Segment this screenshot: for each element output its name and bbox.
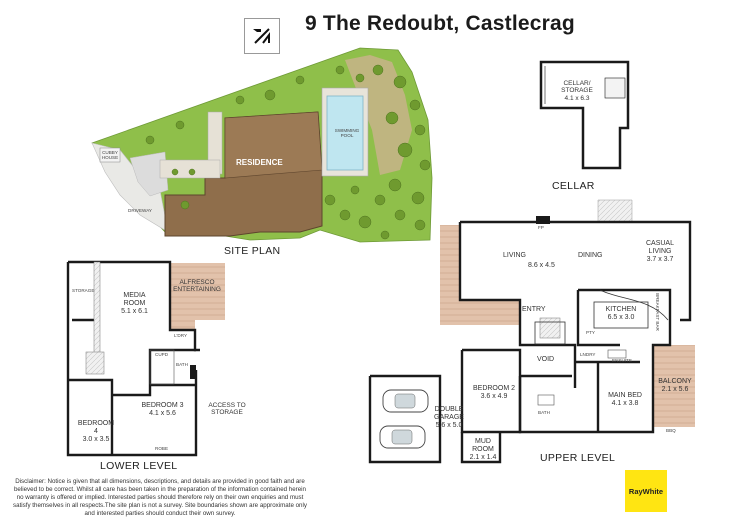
cubby-label: CUBBY HOUSE	[101, 150, 119, 160]
alfresco-deck	[170, 263, 225, 330]
bed2-name: BEDROOM 2	[472, 385, 515, 392]
double-garage: DOUBLE GARAGE 5.6 x 5.0	[432, 406, 466, 430]
disclaimer-text: Disclaimer: Notice is given that all dim…	[13, 478, 307, 517]
pool-label: SWIMMING POOL	[334, 128, 360, 138]
casual-name: CASUAL LIVING	[645, 240, 674, 256]
mud-room: MUD ROOM 2.1 x 1.4	[468, 438, 498, 462]
fireplace	[536, 216, 550, 224]
bbq-label: BBQ	[666, 428, 676, 433]
mud-room-dims: 2.1 x 1.4	[469, 454, 497, 462]
bed2-dims: 3.6 x 4.9	[480, 393, 508, 401]
garage-name: DOUBLE GARAGE	[434, 406, 464, 422]
bed4-name: BEDROOM 4	[77, 420, 115, 436]
kitchen-dims: 6.5 x 3.0	[607, 314, 635, 322]
media-room-name: MEDIA ROOM	[123, 292, 146, 308]
fp-label: FP	[538, 225, 544, 230]
bedroom-4: BEDROOM 4 3.0 x 3.5	[76, 420, 116, 444]
upper-bath-label: BATH	[538, 410, 550, 415]
main-bed-dims: 4.1 x 3.8	[611, 400, 639, 408]
bedroom-2: BEDROOM 2 3.6 x 4.9	[470, 385, 518, 401]
media-room: MEDIA ROOM 5.1 x 6.1	[112, 292, 157, 316]
media-room-dims: 5.1 x 6.1	[121, 308, 148, 316]
page-title: 9 The Redoubt, Castlecrag	[305, 12, 575, 35]
site-trees	[145, 64, 431, 240]
car-icon	[382, 389, 429, 413]
balcony-dims: 2.1 x 5.6	[661, 386, 689, 394]
brand-name: RayWhite	[628, 486, 664, 496]
raywhite-logo: RayWhite	[625, 470, 667, 512]
living-dims: 8.6 x 4.5	[528, 262, 555, 269]
void-label: VOID	[537, 356, 555, 363]
bed4-dims: 3.0 x 3.5	[82, 436, 110, 444]
upper-level-plan	[368, 199, 695, 464]
lndry-label: LNDRY	[580, 352, 596, 357]
front-paving	[129, 151, 169, 197]
robe-label: ROBE	[155, 446, 169, 451]
lower-bath-label: BATH	[176, 362, 188, 367]
kitchen-name: KITCHEN	[605, 306, 637, 313]
cellar-room-dims: 4.1 x 6.3	[564, 94, 590, 102]
lower-level-label: LOWER LEVEL	[100, 460, 178, 472]
entry-label: ENTRY	[522, 306, 546, 313]
residence-label: RESIDENCE	[236, 158, 283, 167]
site-plan	[91, 47, 433, 243]
bed3-dims: 4.1 x 5.6	[149, 410, 176, 418]
access-storage-label: ACCESS TO STORAGE	[208, 402, 246, 417]
living-name: LIVING	[503, 252, 526, 259]
casual-living: CASUAL LIVING 3.7 x 3.7	[640, 240, 680, 264]
garage-dims: 5.6 x 5.0	[435, 422, 463, 430]
swimming-pool	[326, 95, 364, 171]
driveway-label: DRIVEWAY	[128, 208, 152, 213]
pty-label: PTY	[586, 330, 595, 335]
kitchen: KITCHEN 6.5 x 3.0	[594, 306, 648, 322]
ldry-label: L'DRY	[174, 333, 188, 338]
cupd-label: CUPD	[155, 352, 169, 357]
alfresco-label: ALFRESCO ENTERTAINING	[173, 279, 221, 294]
cellar-room: CELLAR/ STORAGE 4.1 x 6.3	[552, 80, 602, 102]
cellar-room-name: CELLAR/ STORAGE	[561, 80, 593, 95]
balcony: BALCONY 2.1 x 5.6	[655, 378, 695, 394]
breakfast-bar-label: BREAKFAST BAR	[655, 293, 660, 331]
balcony-deck	[653, 345, 695, 427]
casual-dims: 3.7 x 3.7	[646, 256, 674, 264]
upper-level-label: UPPER LEVEL	[540, 452, 616, 464]
ensuite-label: ENSUITE	[612, 358, 632, 363]
dining-label: DINING	[578, 252, 603, 259]
car-icon	[379, 425, 426, 449]
north-arrow-icon	[244, 18, 280, 54]
lower-level-plan	[66, 260, 225, 457]
mud-room-name: MUD ROOM	[472, 438, 494, 454]
cellar-plan	[539, 60, 630, 170]
balcony-name: BALCONY	[658, 378, 692, 385]
upper-deck-left	[440, 225, 520, 325]
bedroom-3: BEDROOM 3 4.1 x 5.6	[140, 402, 185, 418]
cellar-label: CELLAR	[552, 180, 595, 192]
bed3-name: BEDROOM 3	[141, 402, 184, 409]
site-plan-label: SITE PLAN	[224, 245, 281, 257]
storage-label: STORAGE	[72, 288, 95, 293]
main-bed: MAIN BED 4.1 x 3.8	[600, 392, 650, 408]
main-bed-name: MAIN BED	[608, 392, 642, 399]
residence-roof-upper	[224, 111, 323, 179]
